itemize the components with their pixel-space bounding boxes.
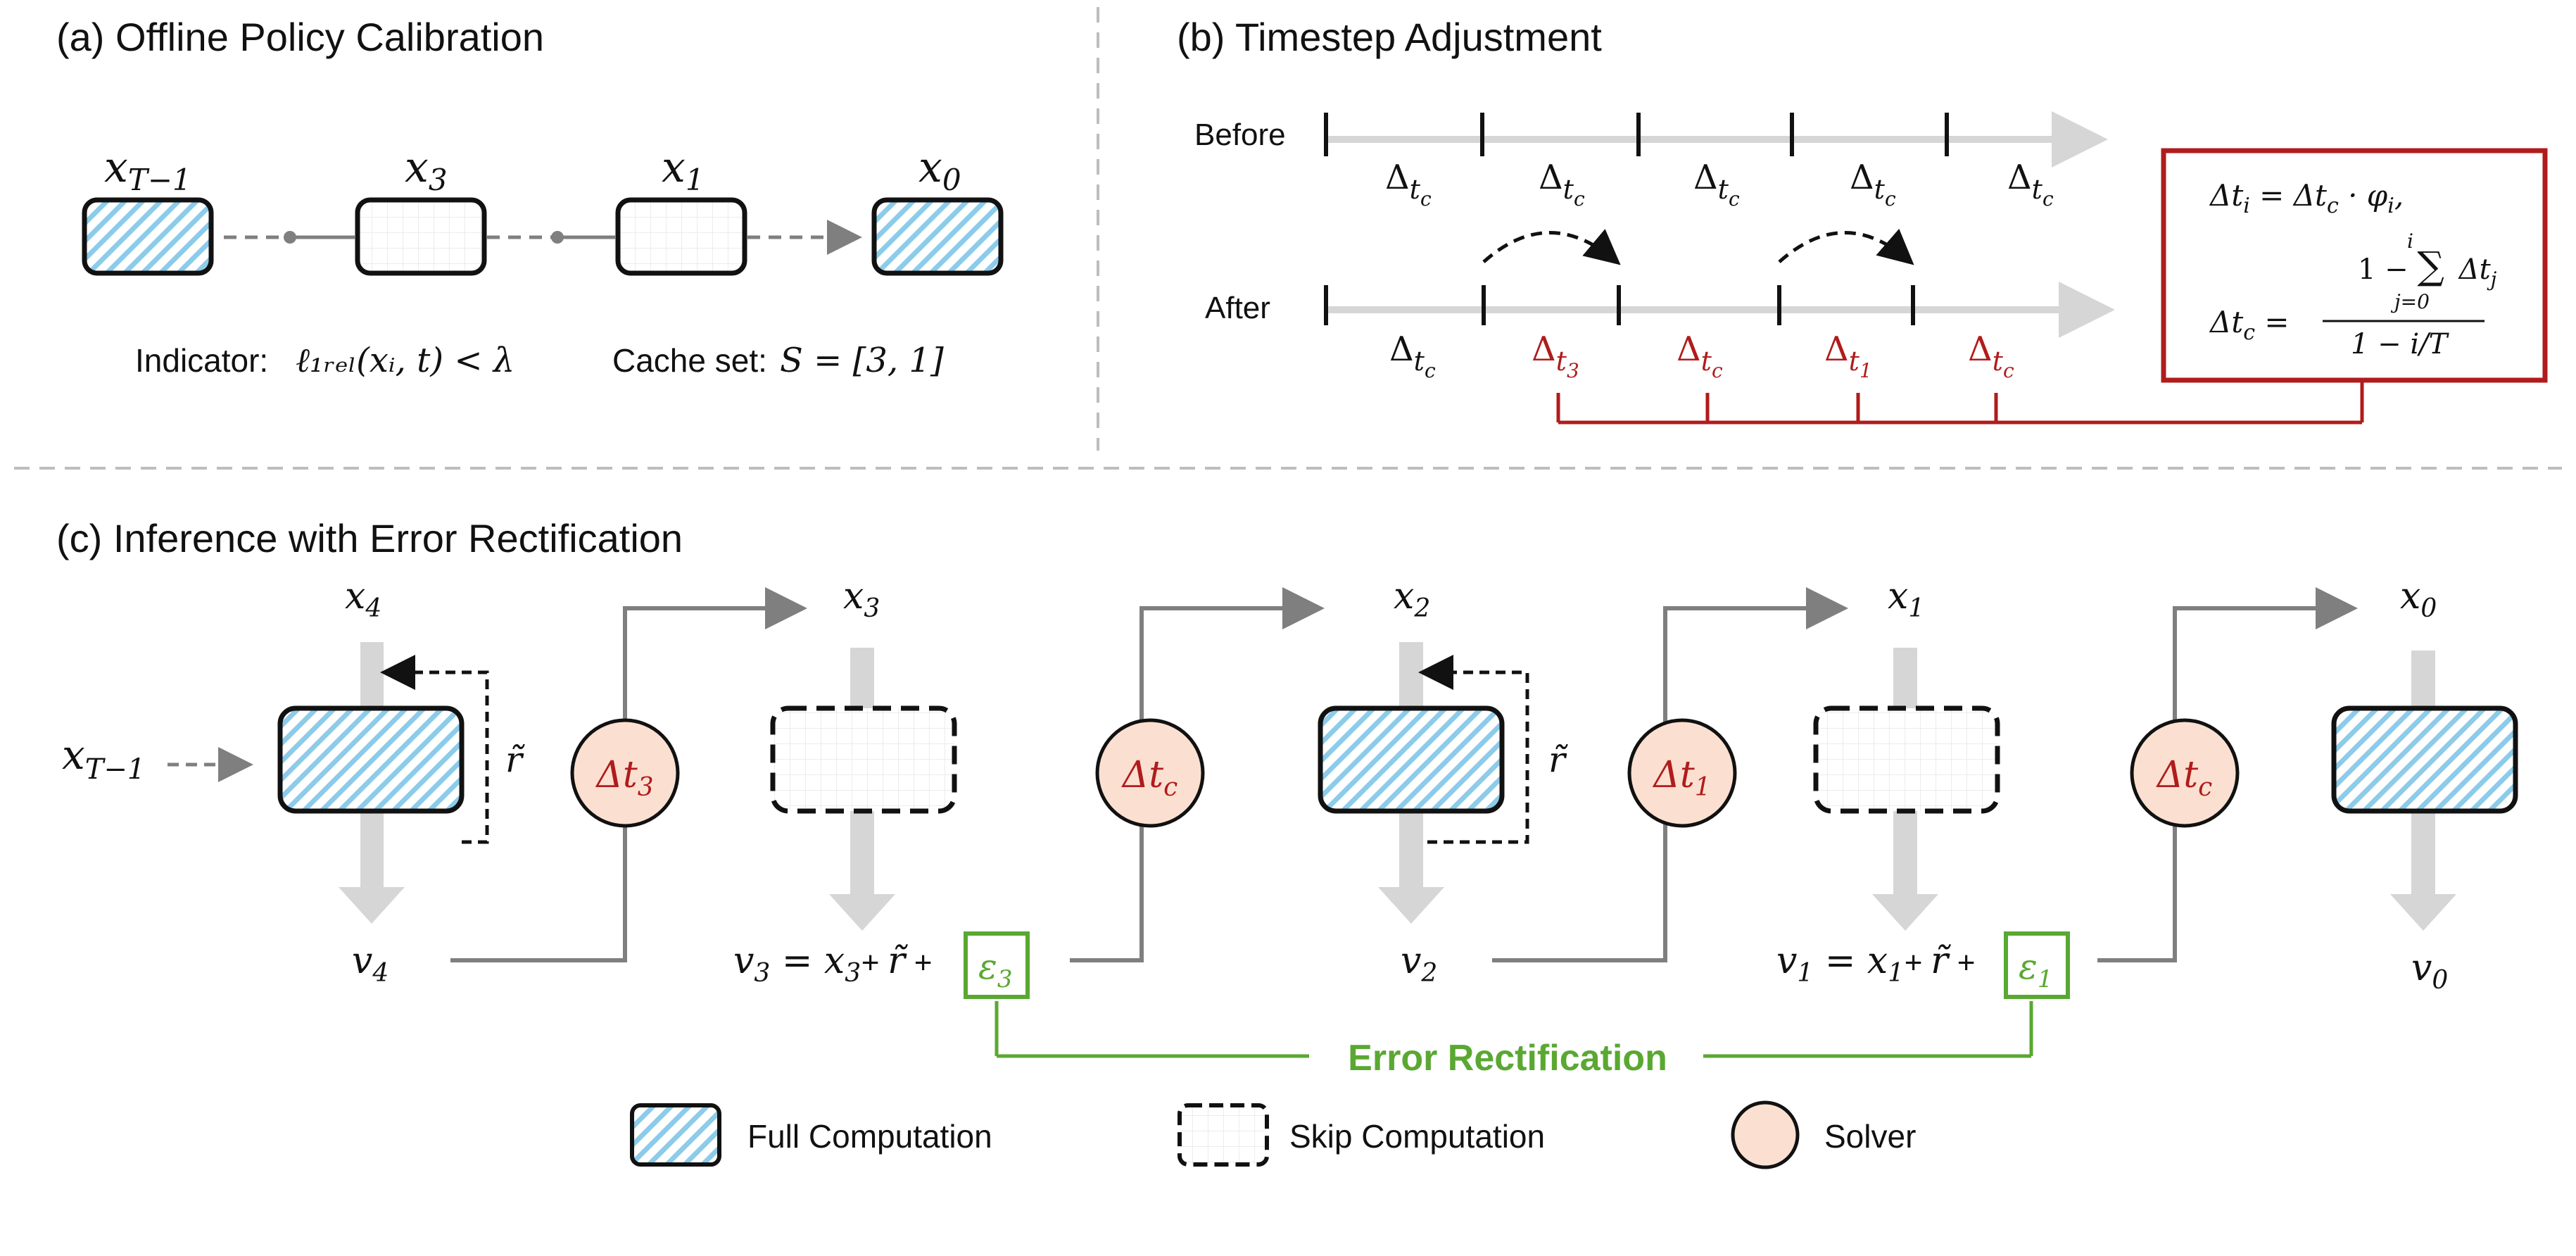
formula-denominator: 1 − i/T	[2351, 328, 2450, 360]
after-ticks	[1324, 285, 1915, 325]
svg-text:Δtc: Δtc	[1677, 329, 1723, 382]
connector-dot	[284, 231, 296, 244]
block-skip-x3	[770, 705, 957, 814]
svg-text:Δtc: Δtc	[1693, 158, 1740, 211]
formula-box	[2161, 148, 2548, 383]
connector-dot	[551, 231, 564, 244]
svg-text:Δtc: Δtc	[1385, 158, 1432, 211]
svg-text:Δtc: Δtc	[1389, 329, 1436, 382]
legend-solver-label: Solver	[1824, 1118, 1916, 1155]
after-interval-labels: Δtc Δt3 Δtc Δt1 Δtc	[1389, 329, 2014, 382]
node-label-x0: x0	[918, 143, 961, 197]
panel-a-title: (a) Offline Policy Calibration	[56, 15, 544, 59]
solver-3	[1627, 718, 1737, 828]
before-label: Before	[1194, 118, 1286, 152]
input-label: xT−1	[62, 731, 145, 786]
indicator-label: Indicator:	[135, 342, 268, 379]
skip-arc-1	[1482, 229, 1621, 265]
node-label-x1: x1	[662, 143, 705, 197]
before-ticks	[1324, 113, 1949, 156]
after-label: After	[1205, 291, 1270, 325]
svg-text:Δt1: Δt1	[1824, 329, 1872, 382]
step-x2-label: x2	[1394, 575, 1430, 623]
indicator-formula: ℓ₁ᵣₑₗ(xᵢ, t) < λ	[296, 341, 514, 380]
svg-text:Δtc: Δtc	[1850, 158, 1896, 211]
svg-text:Δtc: Δtc	[1539, 158, 1585, 211]
formula-sum-bottom: j=0	[2390, 290, 2430, 313]
svg-text:Δt3: Δt3	[1532, 329, 1579, 382]
legend-full-swatch	[630, 1103, 721, 1167]
skip-arc-2	[1778, 228, 1914, 265]
legend-skip-label: Skip Computation	[1289, 1118, 1545, 1155]
formula-sum-top: i	[2407, 230, 2413, 253]
cache-label: Cache set:	[612, 342, 767, 379]
node-full-xt-1	[82, 197, 214, 276]
step-x1-label: x1	[1888, 575, 1924, 623]
r-tilde-1: r̃	[505, 739, 525, 780]
solver-4-label: Δtc	[2156, 754, 2213, 802]
step-x3-label: x3	[843, 575, 880, 623]
panel-c: (c) Inference with Error Rectification x…	[56, 516, 2518, 1169]
cache-formula: S = [3, 1]	[780, 341, 944, 380]
legend-full-label: Full Computation	[747, 1118, 992, 1155]
block-full-x0	[2331, 705, 2518, 814]
step-x0-label: x0	[2400, 575, 2437, 623]
error-bracket	[995, 1001, 2033, 1058]
legend-solver-swatch	[1731, 1100, 1800, 1169]
block-skip-x1	[1813, 705, 2000, 814]
panel-c-title: (c) Inference with Error Rectification	[56, 516, 683, 560]
red-bracket	[1556, 382, 2364, 425]
block-full-x4	[277, 705, 465, 814]
residual-loop-1	[380, 655, 489, 844]
block-full-x2	[1318, 705, 1505, 814]
solver-2	[1095, 718, 1205, 828]
error-box-3	[964, 931, 1030, 999]
r-tilde-2: r̃	[1548, 739, 1568, 780]
step-v4-label: v4	[352, 940, 389, 988]
panel-b: (b) Timestep Adjustment Before Δtc Δtc Δ…	[1177, 15, 2548, 425]
before-interval-labels: Δtc Δtc Δtc Δtc Δtc	[1385, 158, 2054, 211]
panel-a: (a) Offline Policy Calibration xT−1 x3 x…	[56, 15, 1004, 380]
node-label-x3: x3	[405, 143, 448, 197]
node-label-xt-1: xT−1	[104, 143, 191, 197]
error-rectification-label: Error Rectification	[1348, 1038, 1667, 1079]
solver-4	[2130, 718, 2240, 828]
legend: Full Computation Skip Computation Solver	[630, 1100, 1916, 1169]
step-v3-equation: v3 = x3+ r̃ +	[733, 940, 932, 988]
step-v0-label: v0	[2411, 947, 2448, 995]
svg-text:Δtc: Δtc	[1968, 329, 2014, 382]
formula-line1: Δti = Δtc · φi,	[2209, 178, 2404, 218]
panel-b-title: (b) Timestep Adjustment	[1177, 15, 1602, 59]
step-x4-label: x4	[345, 575, 381, 623]
residual-loop-2	[1418, 655, 1529, 844]
node-full-x0	[871, 197, 1004, 276]
error-box-1	[2004, 931, 2070, 999]
node-skip-x1	[615, 197, 747, 276]
solver-1	[570, 718, 680, 828]
step-v2-label: v2	[1401, 940, 1437, 988]
step-v1-equation: v1 = x1+ r̃ +	[1776, 940, 1975, 988]
node-skip-x3	[355, 197, 487, 276]
legend-skip-swatch	[1177, 1103, 1269, 1167]
svg-text:Δtc: Δtc	[2007, 158, 2054, 211]
